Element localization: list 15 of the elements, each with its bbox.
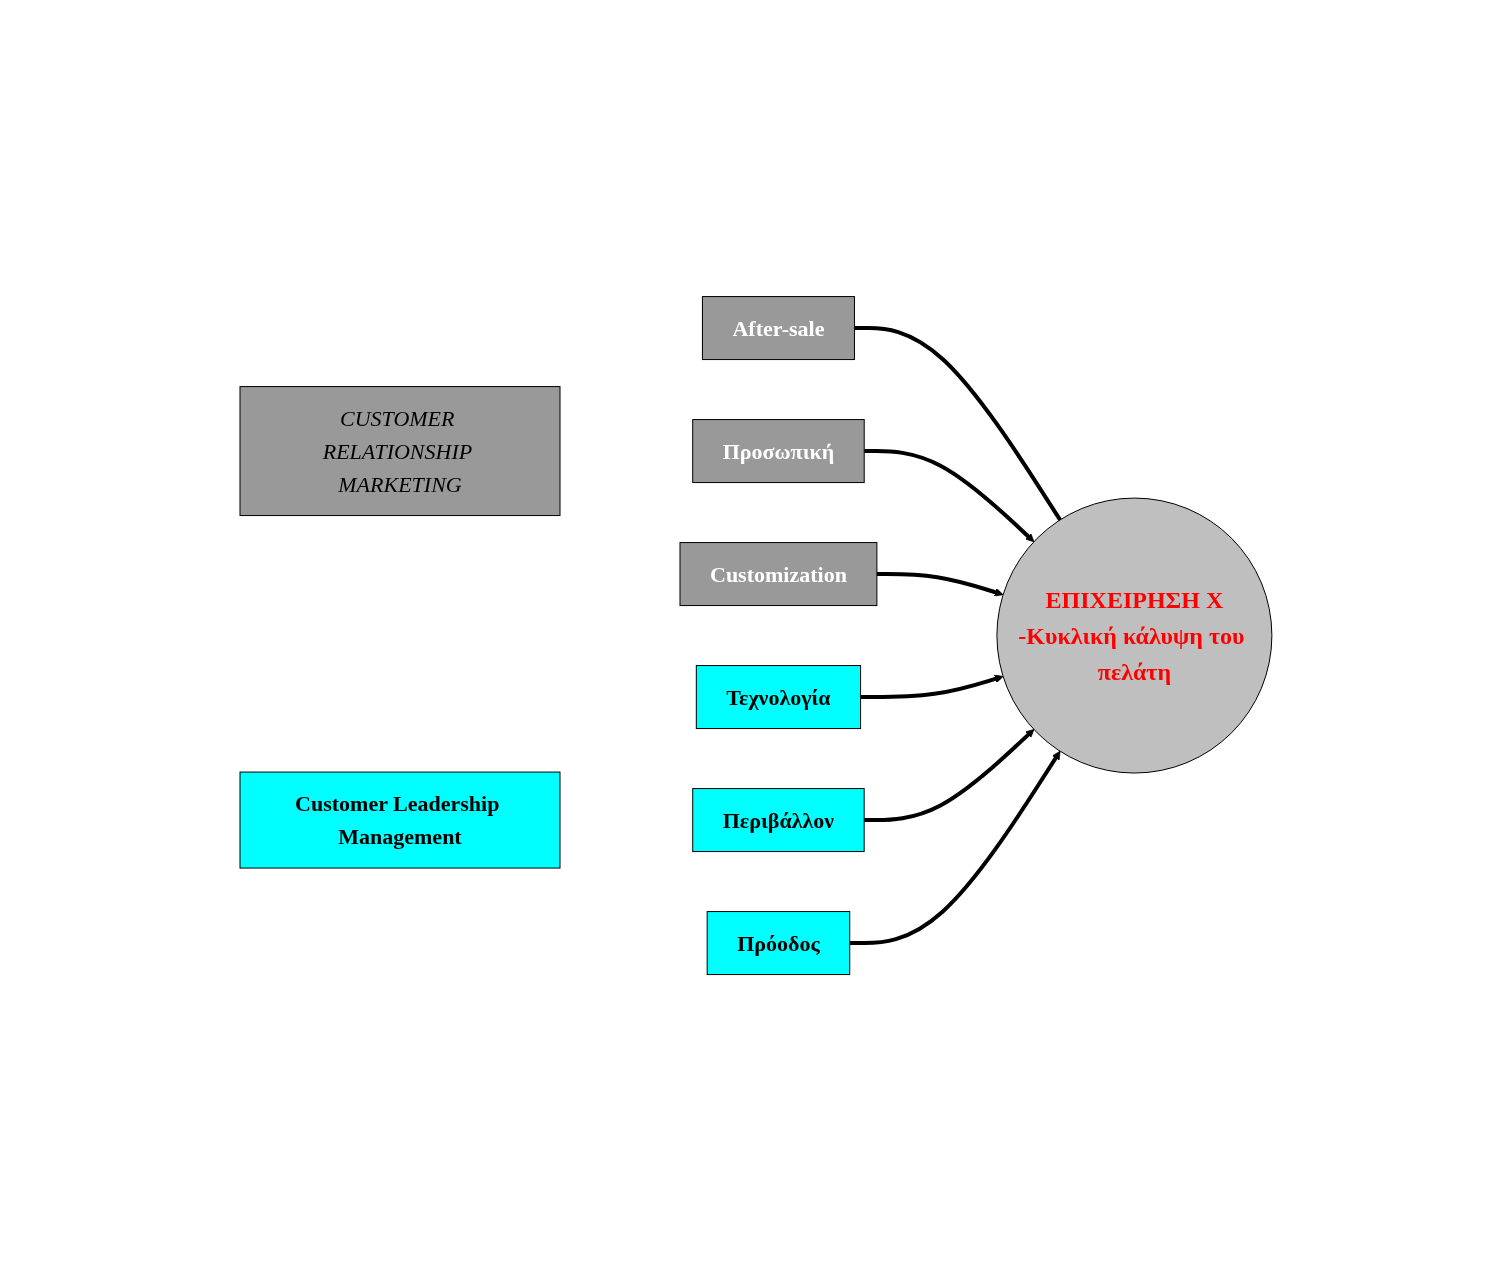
arrow (863, 449, 1034, 543)
node-box: Customization (679, 542, 877, 607)
node-box: Customer Leadership Management (239, 772, 561, 869)
node-circle: ΕΠΙΧΕΙΡΗΣΗ Χ -Κυκλική κάλυψη του πελάτη (995, 498, 1272, 774)
node-box: Πρόοδος (706, 911, 850, 976)
node-box: After-sale (701, 296, 855, 361)
connector (854, 326, 1062, 522)
arrow (860, 675, 1004, 700)
node-box: CUSTOMER RELATIONSHIP MARKETING (239, 386, 561, 517)
arrow (876, 572, 1004, 597)
arrow (849, 751, 1061, 946)
node-box: Τεχνολογία (695, 665, 861, 730)
arrow (863, 729, 1034, 823)
node-box: Προσωπική (691, 419, 865, 484)
node-box: Περιβάλλον (691, 788, 865, 853)
